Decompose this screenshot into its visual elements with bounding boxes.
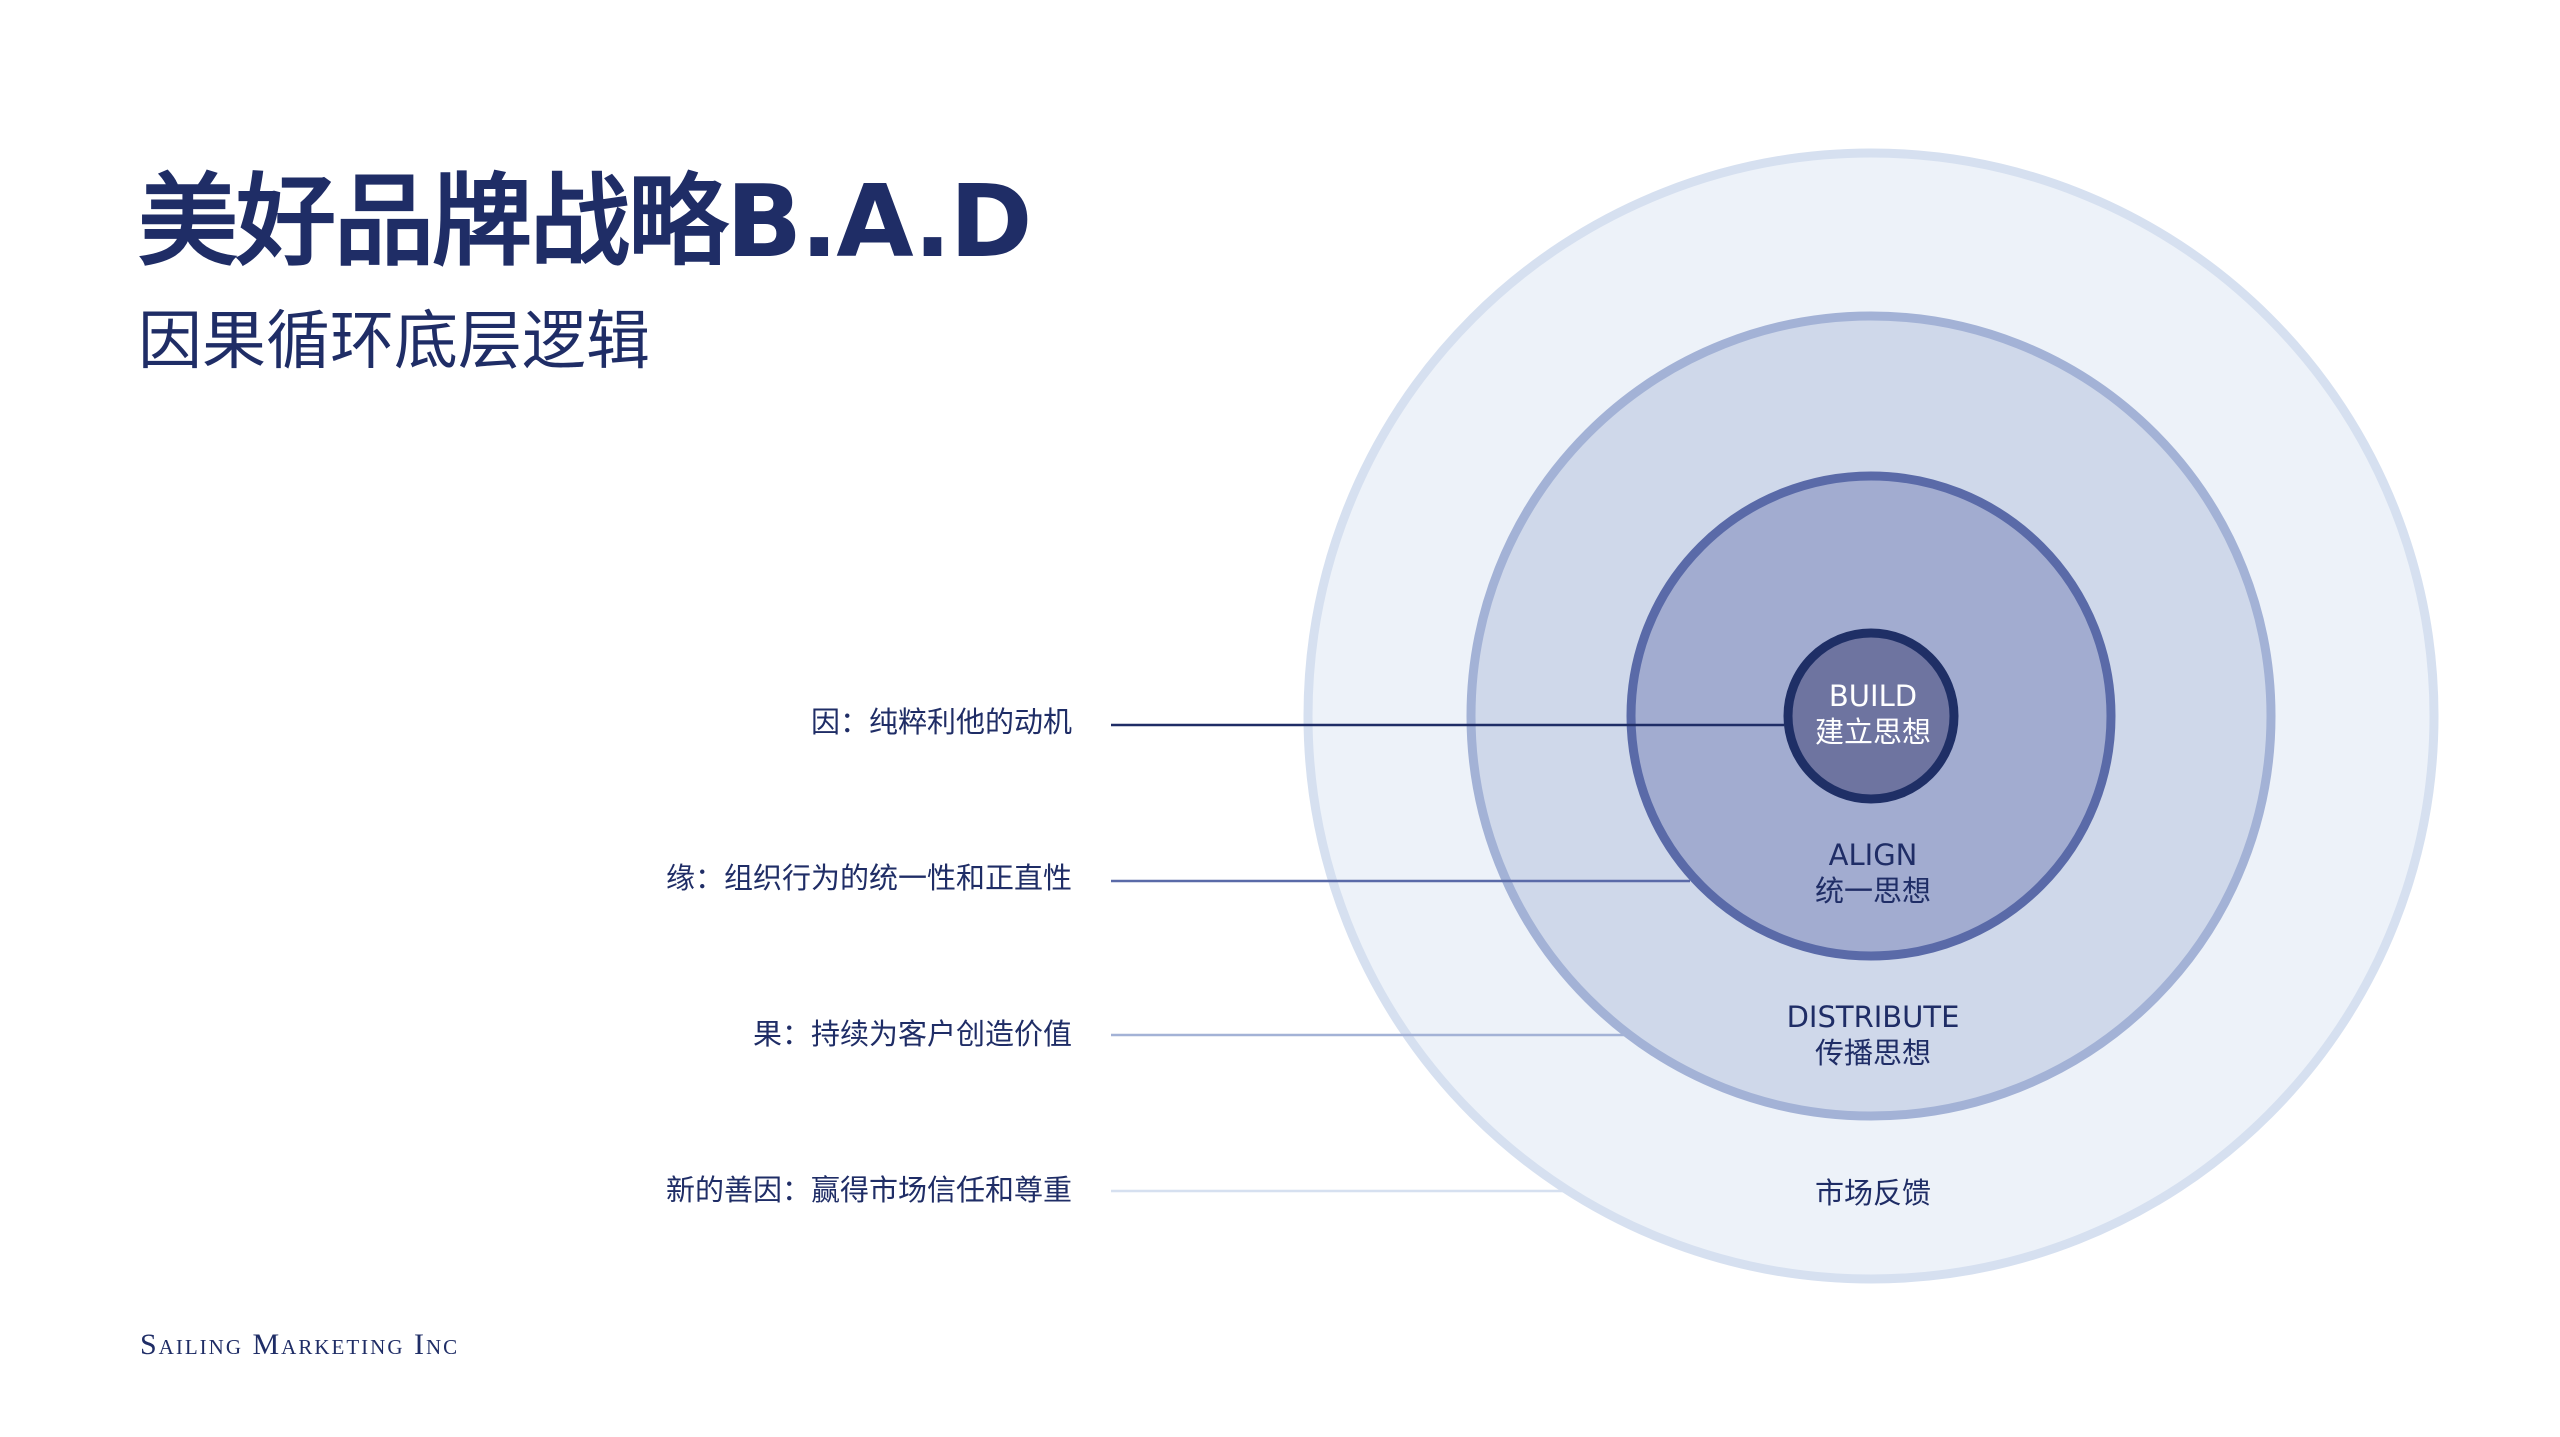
ring-build xyxy=(1783,628,1959,804)
align-zh: 统一思想 xyxy=(1815,874,1931,908)
label-new-cause: 新的善因：赢得市场信任和尊重 xyxy=(666,1173,1072,1207)
distribute-en: DISTRIBUTE xyxy=(1787,1000,1960,1034)
build-zh: 建立思想 xyxy=(1815,715,1931,749)
label-cause: 因：纯粹利他的动机 xyxy=(811,705,1072,739)
label-condition: 缘：组织行为的统一性和正直性 xyxy=(666,861,1072,895)
page-title: 美好品牌战略B.A.D xyxy=(138,163,1032,280)
build-en: BUILD xyxy=(1829,679,1917,713)
label-effect: 果：持续为客户创造价值 xyxy=(753,1017,1072,1051)
page-subtitle: 因果循环底层逻辑 xyxy=(138,305,650,379)
market-zh: 市场反馈 xyxy=(1815,1176,1931,1210)
footer-brand-logo: Sailing Marketing Inc xyxy=(140,1328,460,1361)
align-en: ALIGN xyxy=(1829,838,1918,872)
distribute-zh: 传播思想 xyxy=(1815,1036,1931,1070)
